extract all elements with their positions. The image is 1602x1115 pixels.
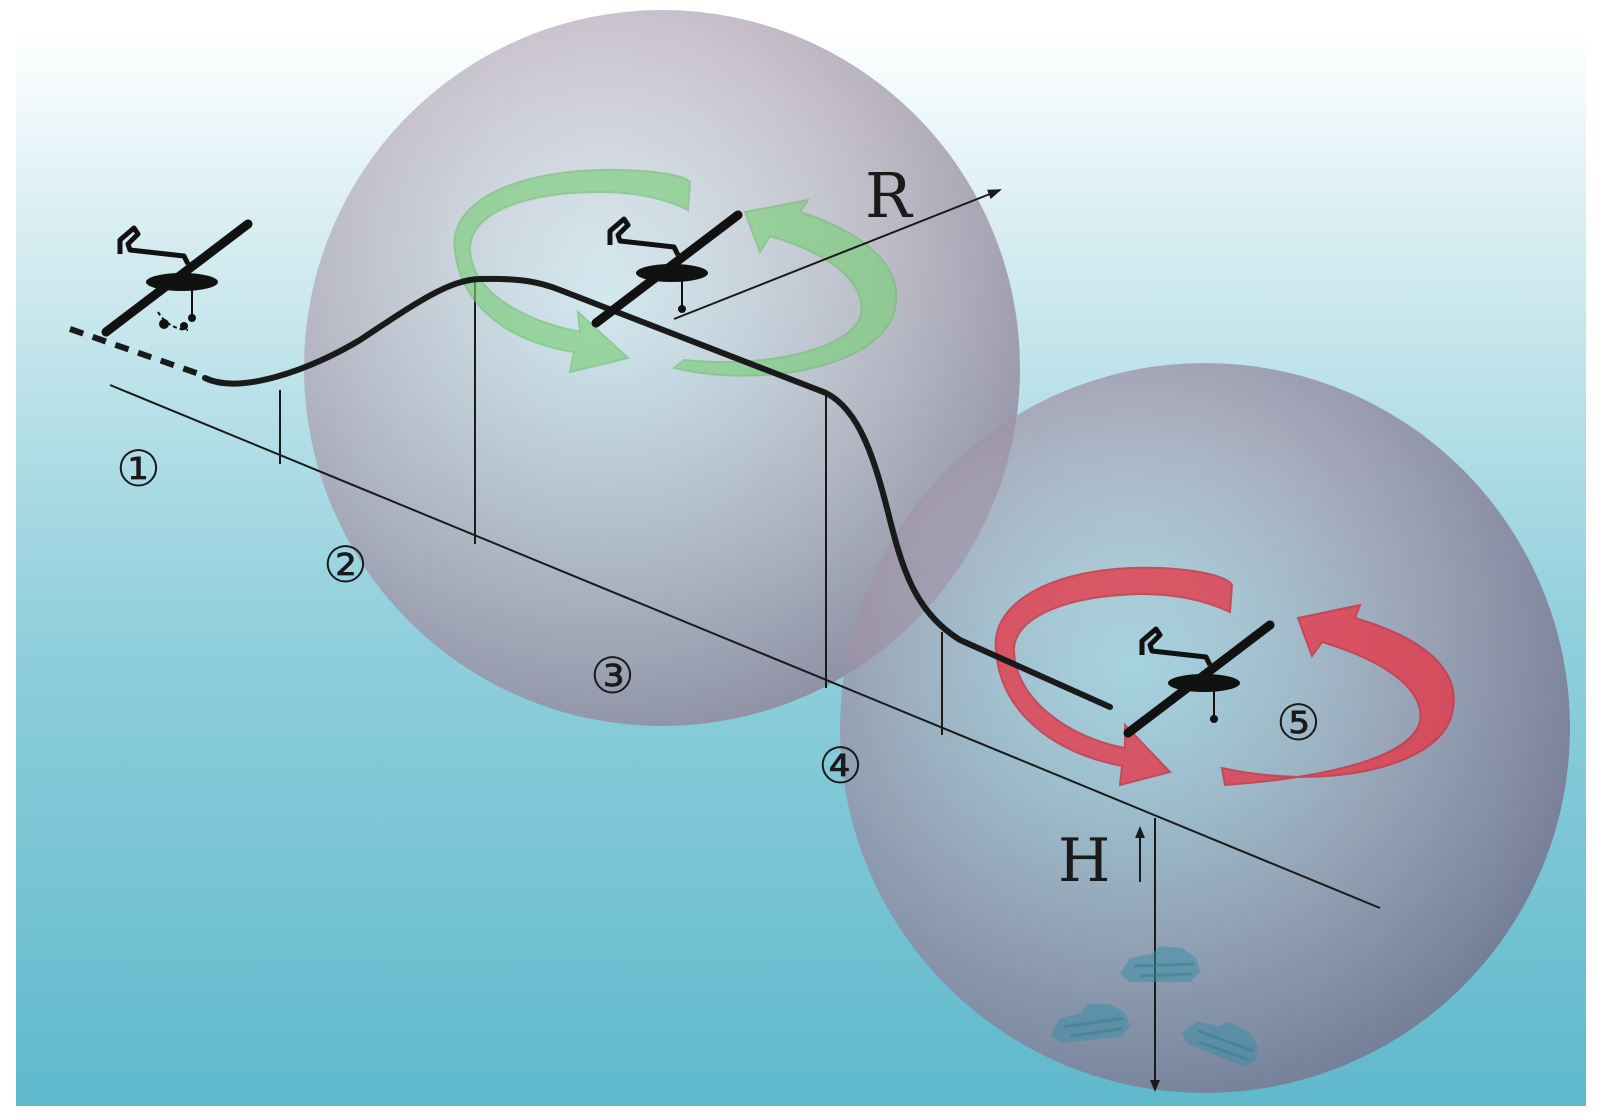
ground-line	[109, 384, 1381, 909]
trajectory	[202, 275, 1113, 710]
height-label: H	[1058, 826, 1110, 896]
radius-label: R	[865, 159, 914, 232]
stage-label-3: ③	[590, 647, 635, 705]
uav-icon	[106, 224, 248, 332]
stage-label-4: ④	[818, 737, 863, 795]
radius-arrow	[673, 189, 1002, 320]
loiter-arrow-red	[994, 566, 1455, 787]
stage-label-2: ②	[323, 536, 368, 594]
stage-label-1: ①	[116, 440, 161, 498]
loiter-arrow-green	[453, 168, 898, 377]
sphere-1	[304, 10, 1020, 726]
sphere-2	[840, 363, 1570, 1093]
stage-label-5: ⑤	[1276, 694, 1321, 752]
